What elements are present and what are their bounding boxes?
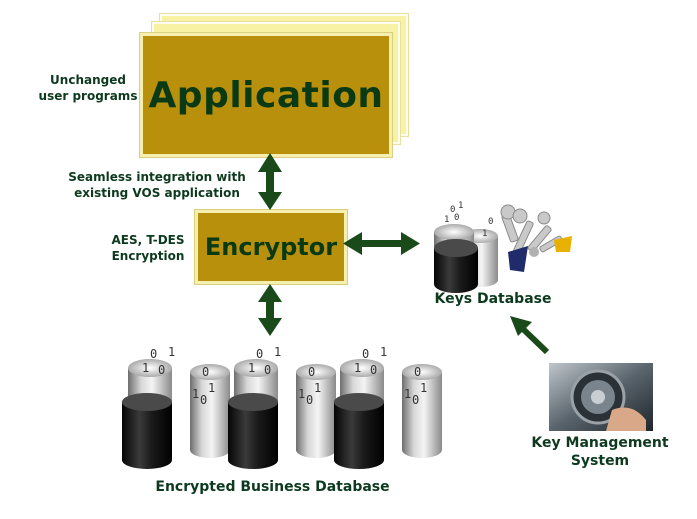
unchanged-label: Unchanged user programs <box>28 72 148 104</box>
svg-text:0: 0 <box>450 205 455 215</box>
key-management-label: Key Management System <box>520 434 680 470</box>
svg-text:1: 1 <box>444 215 449 225</box>
svg-text:0: 0 <box>362 347 369 361</box>
encryptor-box: Encryptor <box>195 210 347 284</box>
svg-text:0: 0 <box>158 363 165 377</box>
svg-text:1: 1 <box>208 381 215 395</box>
safe-dial-image <box>549 363 653 431</box>
svg-text:1: 1 <box>420 381 427 395</box>
svg-text:1: 1 <box>274 345 281 359</box>
svg-text:0: 0 <box>256 347 263 361</box>
svg-text:1: 1 <box>192 387 199 401</box>
integration-line2: existing VOS application <box>74 186 240 200</box>
keys-database-icon: 0 1 1 0 0 1 <box>434 201 572 293</box>
arrow-kms-to-keys <box>510 316 550 355</box>
svg-text:0: 0 <box>370 363 377 377</box>
svg-text:1: 1 <box>354 361 361 375</box>
svg-text:0: 0 <box>306 393 313 407</box>
integration-label: Seamless integration with existing VOS a… <box>62 169 252 201</box>
svg-text:1: 1 <box>248 361 255 375</box>
svg-text:0: 0 <box>454 213 459 223</box>
encryption-label: AES, T-DES Encryption <box>98 232 198 264</box>
arrow-application-encryptor <box>258 153 282 210</box>
svg-text:1: 1 <box>168 345 175 359</box>
svg-text:0: 0 <box>488 217 493 227</box>
svg-text:1: 1 <box>314 381 321 395</box>
svg-text:0: 0 <box>414 365 421 379</box>
business-db-group-1: 0 1 1 0 0 1 1 0 <box>122 345 230 469</box>
keys-database-label: Keys Database <box>434 291 552 307</box>
business-db-group-2: 0 1 1 0 0 1 1 0 <box>228 345 336 469</box>
svg-text:0: 0 <box>200 393 207 407</box>
svg-text:1: 1 <box>298 387 305 401</box>
svg-text:1: 1 <box>482 229 487 239</box>
svg-text:0: 0 <box>150 347 157 361</box>
arrow-encryptor-keys <box>343 232 420 255</box>
svg-text:0: 0 <box>264 363 271 377</box>
svg-text:0: 0 <box>202 365 209 379</box>
business-db-group-3: 0 1 1 0 0 1 1 0 <box>334 345 442 469</box>
encryption-line1: AES, T-DES <box>111 233 185 247</box>
key-management-line2: System <box>570 453 630 469</box>
business-database-label: Encrypted Business Database <box>155 479 390 495</box>
svg-text:1: 1 <box>380 345 387 359</box>
unchanged-line1: Unchanged <box>50 73 126 87</box>
svg-text:0: 0 <box>412 393 419 407</box>
svg-text:1: 1 <box>404 387 411 401</box>
application-box: Application <box>140 33 392 157</box>
integration-line1: Seamless integration with <box>68 170 246 184</box>
svg-text:1: 1 <box>142 361 149 375</box>
application-title: Application <box>148 74 384 116</box>
encryptor-title: Encryptor <box>204 233 338 261</box>
svg-text:0: 0 <box>308 365 315 379</box>
arrow-encryptor-business-db <box>258 284 282 336</box>
svg-text:1: 1 <box>458 201 463 211</box>
unchanged-line2: user programs <box>38 89 138 103</box>
key-management-line1: Key Management <box>531 435 669 451</box>
encryption-line2: Encryption <box>111 249 185 263</box>
